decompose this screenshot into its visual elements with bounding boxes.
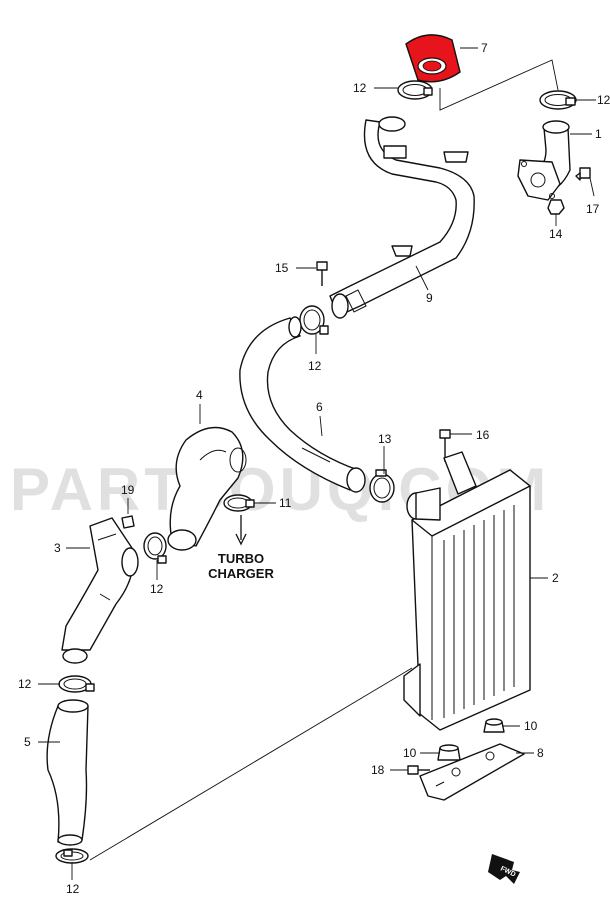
- turbo-label-line2: CHARGER: [208, 566, 274, 581]
- part-5-hose[interactable]: [46, 699, 89, 846]
- part-7-highlighted-hose[interactable]: [405, 34, 461, 83]
- callout-4: 4: [196, 388, 203, 402]
- callout-11: 11: [279, 496, 292, 510]
- callout-12-top-right: 12: [597, 93, 610, 107]
- callout-10-right: 10: [524, 719, 538, 733]
- grommet-10-left[interactable]: [437, 744, 461, 761]
- callout-19: 19: [121, 483, 135, 497]
- callout-5: 5: [24, 735, 31, 749]
- clamp-11[interactable]: [223, 494, 255, 512]
- bracket-8[interactable]: [419, 743, 525, 801]
- callout-9: 9: [426, 291, 433, 305]
- callout-12-mid: 12: [308, 359, 322, 373]
- callout-16: 16: [476, 428, 490, 442]
- callout-12-lower: 12: [18, 677, 32, 691]
- part-9-charge-air-pipe[interactable]: [329, 116, 475, 319]
- clamp-12-lower[interactable]: [58, 675, 95, 693]
- bolt-15[interactable]: [316, 261, 328, 286]
- turbo-label-line1: TURBO: [218, 551, 264, 566]
- callout-leaders: [38, 47, 596, 880]
- connection-lines: [89, 59, 559, 861]
- callout-2: 2: [552, 571, 559, 585]
- clamp-12-mid[interactable]: [299, 305, 329, 335]
- callout-17: 17: [586, 202, 600, 216]
- part-4-hose[interactable]: [167, 426, 247, 551]
- clamp-12-bottom[interactable]: [55, 848, 89, 864]
- callout-15: 15: [275, 261, 289, 275]
- bolt-17[interactable]: [575, 167, 591, 181]
- callout-14: 14: [549, 227, 563, 241]
- clamp-13[interactable]: [369, 469, 395, 503]
- nut-14[interactable]: [547, 199, 565, 215]
- bolt-19[interactable]: [121, 515, 135, 529]
- callout-7: 7: [481, 41, 488, 55]
- clamp-12-top-right[interactable]: [539, 90, 577, 110]
- callout-18: 18: [371, 763, 385, 777]
- clamp-12-left[interactable]: [143, 532, 167, 564]
- fwd-arrow-icon: FWD: [488, 854, 520, 884]
- callout-13: 13: [378, 432, 392, 446]
- part-3-pipe[interactable]: [61, 517, 139, 664]
- callout-1: 1: [595, 127, 602, 141]
- callout-numbers: 7 12 12 1 17 14 15 9 12 4 6 13 16 19 11 …: [18, 41, 610, 896]
- callout-6: 6: [316, 400, 323, 414]
- part-7-inner: [422, 60, 442, 72]
- callout-12-left: 12: [150, 582, 164, 596]
- callout-8: 8: [537, 746, 544, 760]
- part-6-hose[interactable]: [239, 316, 366, 493]
- callout-12-top-left: 12: [353, 81, 367, 95]
- turbo-arrow: [235, 515, 247, 546]
- part-1-elbow-pipe[interactable]: [517, 120, 571, 201]
- clamp-12-top-left[interactable]: [397, 80, 433, 100]
- callout-3: 3: [54, 541, 61, 555]
- part-2-intercooler[interactable]: [403, 451, 531, 731]
- callout-12-bottom: 12: [66, 882, 80, 896]
- grommet-10-right[interactable]: [483, 718, 505, 733]
- callout-10-left: 10: [403, 746, 417, 760]
- intercooler-fins: [443, 505, 515, 718]
